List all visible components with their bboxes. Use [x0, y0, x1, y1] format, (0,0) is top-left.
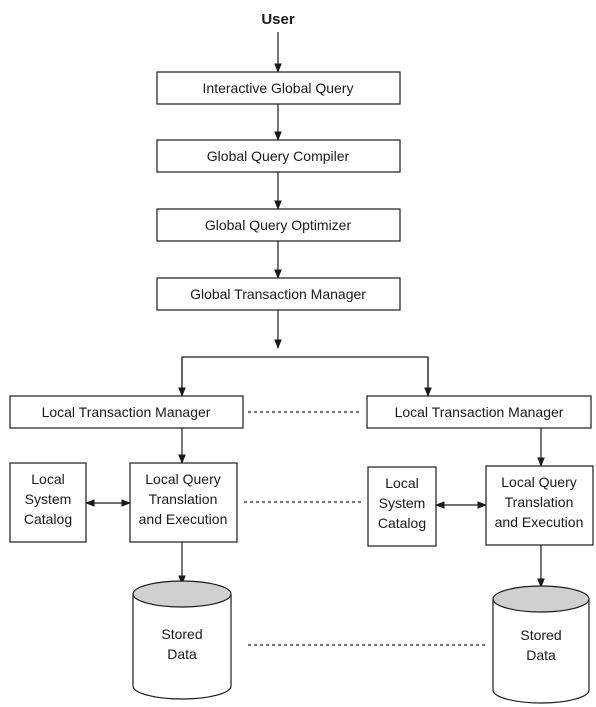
- branch-connector: [181, 356, 429, 396]
- left-data-line-1: Stored: [161, 626, 202, 642]
- global-transaction-manager-box: Global Transaction Manager: [156, 277, 401, 311]
- right-exec-line-3: and Execution: [495, 514, 584, 530]
- right-exec-line-2: Translation: [505, 494, 574, 510]
- right-local-system-catalog-box: Local System Catalog: [367, 466, 437, 547]
- right-data-line-1: Stored: [520, 627, 561, 643]
- left-exec-line-1: Local Query: [145, 471, 220, 487]
- left-catalog-line-3: Catalog: [24, 511, 72, 527]
- left-exec-line-2: Translation: [149, 491, 218, 507]
- global-query-compiler-box: Global Query Compiler: [156, 139, 401, 173]
- right-catalog-line-1: Local: [385, 475, 418, 491]
- right-local-transaction-manager-box: Local Transaction Manager: [366, 395, 592, 429]
- right-exec-line-1: Local Query: [501, 474, 576, 490]
- right-catalog-line-2: System: [379, 495, 426, 511]
- right-catalog-line-3: Catalog: [378, 515, 426, 531]
- left-stored-data-cylinder: Stored Data: [132, 580, 232, 700]
- left-catalog-line-2: System: [25, 491, 72, 507]
- left-ltm-label: Local Transaction Manager: [42, 404, 211, 420]
- global-query-compiler-label: Global Query Compiler: [207, 148, 350, 164]
- global-transaction-manager-label: Global Transaction Manager: [190, 286, 366, 302]
- right-stored-data-cylinder: Stored Data: [492, 585, 590, 704]
- right-ltm-label: Local Transaction Manager: [395, 404, 564, 420]
- global-query-optimizer-box: Global Query Optimizer: [156, 208, 401, 242]
- left-local-transaction-manager-box: Local Transaction Manager: [9, 395, 244, 429]
- interactive-global-query-label: Interactive Global Query: [203, 80, 354, 96]
- right-local-query-execution-box: Local Query Translation and Execution: [485, 465, 594, 546]
- left-data-line-2: Data: [167, 646, 197, 662]
- global-query-optimizer-label: Global Query Optimizer: [205, 217, 352, 233]
- right-data-line-2: Data: [526, 647, 556, 663]
- left-local-query-execution-box: Local Query Translation and Execution: [129, 462, 238, 543]
- interactive-global-query-box: Interactive Global Query: [156, 71, 401, 105]
- user-label: User: [261, 11, 295, 28]
- left-exec-line-3: and Execution: [139, 511, 228, 527]
- left-local-system-catalog-box: Local System Catalog: [9, 462, 87, 543]
- left-catalog-line-1: Local: [31, 471, 64, 487]
